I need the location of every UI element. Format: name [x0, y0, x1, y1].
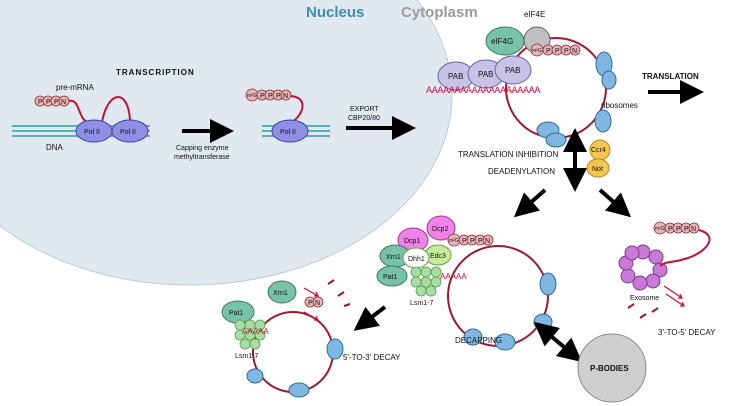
svg-text:P: P	[268, 93, 273, 100]
svg-text:P: P	[564, 48, 569, 55]
svg-text:N: N	[572, 48, 577, 55]
svg-text:N: N	[315, 300, 320, 307]
svg-text:P: P	[546, 48, 551, 55]
polya-tail-long: AAAAAAAAAAAAAAAAAAAA	[426, 85, 540, 95]
exosome-fragments	[627, 303, 659, 319]
decay-5to3-label: 5'-TO-3' DECAY	[343, 353, 401, 362]
to-exosome-arrow	[598, 188, 632, 218]
ribosomes-label: ribosomes	[601, 101, 638, 110]
svg-text:PAB: PAB	[478, 70, 493, 79]
svg-text:Xrn1: Xrn1	[273, 290, 288, 297]
cbp-label: CBP20/80	[348, 115, 380, 122]
pre-mrna-pn-chain: P P P N	[34, 95, 70, 107]
svg-text:m²G: m²G	[655, 226, 665, 232]
svg-text:P: P	[684, 226, 689, 233]
pol-ii-3	[271, 119, 309, 143]
dcp2-node	[426, 215, 456, 241]
exosome-motion-arrows	[663, 285, 685, 307]
svg-text:Pol II: Pol II	[120, 129, 136, 136]
pbody-double-arrow	[533, 321, 583, 363]
pre-mrna-label: pre-mRNA	[56, 83, 94, 92]
svg-text:P: P	[676, 226, 681, 233]
decapping-label: DECAPPING	[455, 336, 502, 345]
svg-text:Pat1: Pat1	[229, 310, 244, 317]
svg-text:m²G: m²G	[532, 48, 542, 54]
svg-text:N: N	[61, 99, 66, 106]
svg-text:eIF4G: eIF4G	[491, 37, 513, 46]
svg-text:P: P	[308, 300, 313, 307]
svg-text:m²G: m²G	[247, 93, 257, 99]
svg-text:P: P	[276, 93, 281, 100]
svg-text:Dhh1: Dhh1	[408, 256, 425, 263]
svg-text:Ccr4: Ccr4	[591, 147, 606, 154]
dna-label: DNA	[46, 143, 64, 152]
svg-text:P: P	[46, 99, 51, 106]
svg-text:m²G: m²G	[449, 238, 459, 244]
export-label: EXPORT	[350, 106, 379, 113]
capped-mrna-chain: m²G P P P N	[245, 88, 292, 102]
to-decapping-arrow	[513, 188, 547, 218]
svg-text:P: P	[260, 93, 265, 100]
lsm-label-decapping: Lsm1-7	[410, 300, 433, 307]
xrn1-node-decay	[267, 280, 297, 304]
decay-3to5-label: 3'-TO-5' DECAY	[658, 328, 716, 337]
capping-label-2: methyltransferase	[174, 154, 230, 161]
lsm-ring-decapping	[410, 266, 442, 297]
pol-ii-2	[111, 119, 149, 143]
decay-fragments	[327, 279, 351, 307]
capping-label-1: Capping enzyme	[176, 145, 229, 152]
exosome-ring	[618, 244, 668, 291]
svg-text:P: P	[462, 238, 467, 245]
translation-inhibition-label: TRANSLATION INHIBITION	[458, 150, 559, 159]
translation-ribosomes	[536, 51, 617, 148]
to-5to3-arrow	[353, 305, 387, 331]
svg-text:P: P	[54, 99, 59, 106]
not-node	[586, 158, 610, 178]
svg-text:PAB: PAB	[505, 66, 520, 75]
pab-node-3	[494, 55, 532, 85]
translation-cap-chain: m²G P P P N	[530, 43, 581, 57]
svg-text:P: P	[668, 226, 673, 233]
svg-text:P: P	[478, 238, 483, 245]
svg-text:P: P	[470, 238, 475, 245]
lsm-ring-decay	[234, 319, 266, 350]
polya-short-decapping: AAAAA	[440, 272, 467, 281]
svg-text:PAB: PAB	[448, 72, 463, 81]
cytoplasm-title: Cytoplasm	[401, 4, 478, 21]
svg-text:N: N	[283, 93, 288, 100]
svg-text:Dcp1: Dcp1	[404, 238, 420, 245]
nucleus-region	[0, 0, 453, 286]
exosome-label: Exosome	[630, 295, 659, 302]
svg-text:Dcp2: Dcp2	[432, 226, 448, 233]
svg-text:Edc3: Edc3	[430, 253, 446, 260]
svg-text:P: P	[38, 99, 43, 106]
exosome-cap-chain: m²G P P P N	[653, 221, 700, 235]
nucleus-title: Nucleus	[306, 4, 364, 21]
pbodies-circle	[577, 333, 647, 403]
pre-mrna-strand-2	[101, 96, 131, 123]
pbodies-label: P-BODIES	[590, 364, 629, 373]
svg-text:Not: Not	[592, 166, 603, 173]
svg-text:Xrn1: Xrn1	[386, 254, 401, 261]
svg-text:Pat1: Pat1	[383, 274, 398, 281]
decapping-cap-chain: m²G P P P N	[447, 233, 494, 247]
transcription-label: TRANSCRIPTION	[116, 68, 195, 77]
lsm-label-decay: Lsm1-7	[235, 353, 258, 360]
svg-text:P: P	[555, 48, 560, 55]
exosome-mrna-strand	[659, 229, 711, 267]
translation-label: TRANSLATION	[642, 72, 699, 81]
svg-text:N: N	[485, 238, 490, 245]
deadenylation-label: DEADENYLATION	[488, 167, 555, 176]
decay-pn-chain: P N	[304, 296, 324, 308]
polya-short-decay: AAAAA	[242, 327, 269, 336]
decay-motion-arrows	[303, 287, 319, 321]
decapping-mrna-loop	[447, 245, 549, 347]
pat1-node-decapping	[376, 265, 408, 287]
decay-ribosomes	[246, 338, 344, 398]
svg-text:Pol II: Pol II	[280, 129, 296, 136]
svg-text:Pol II: Pol II	[84, 129, 100, 136]
eif4e-label: eIF4E	[524, 10, 545, 19]
svg-text:N: N	[691, 226, 696, 233]
